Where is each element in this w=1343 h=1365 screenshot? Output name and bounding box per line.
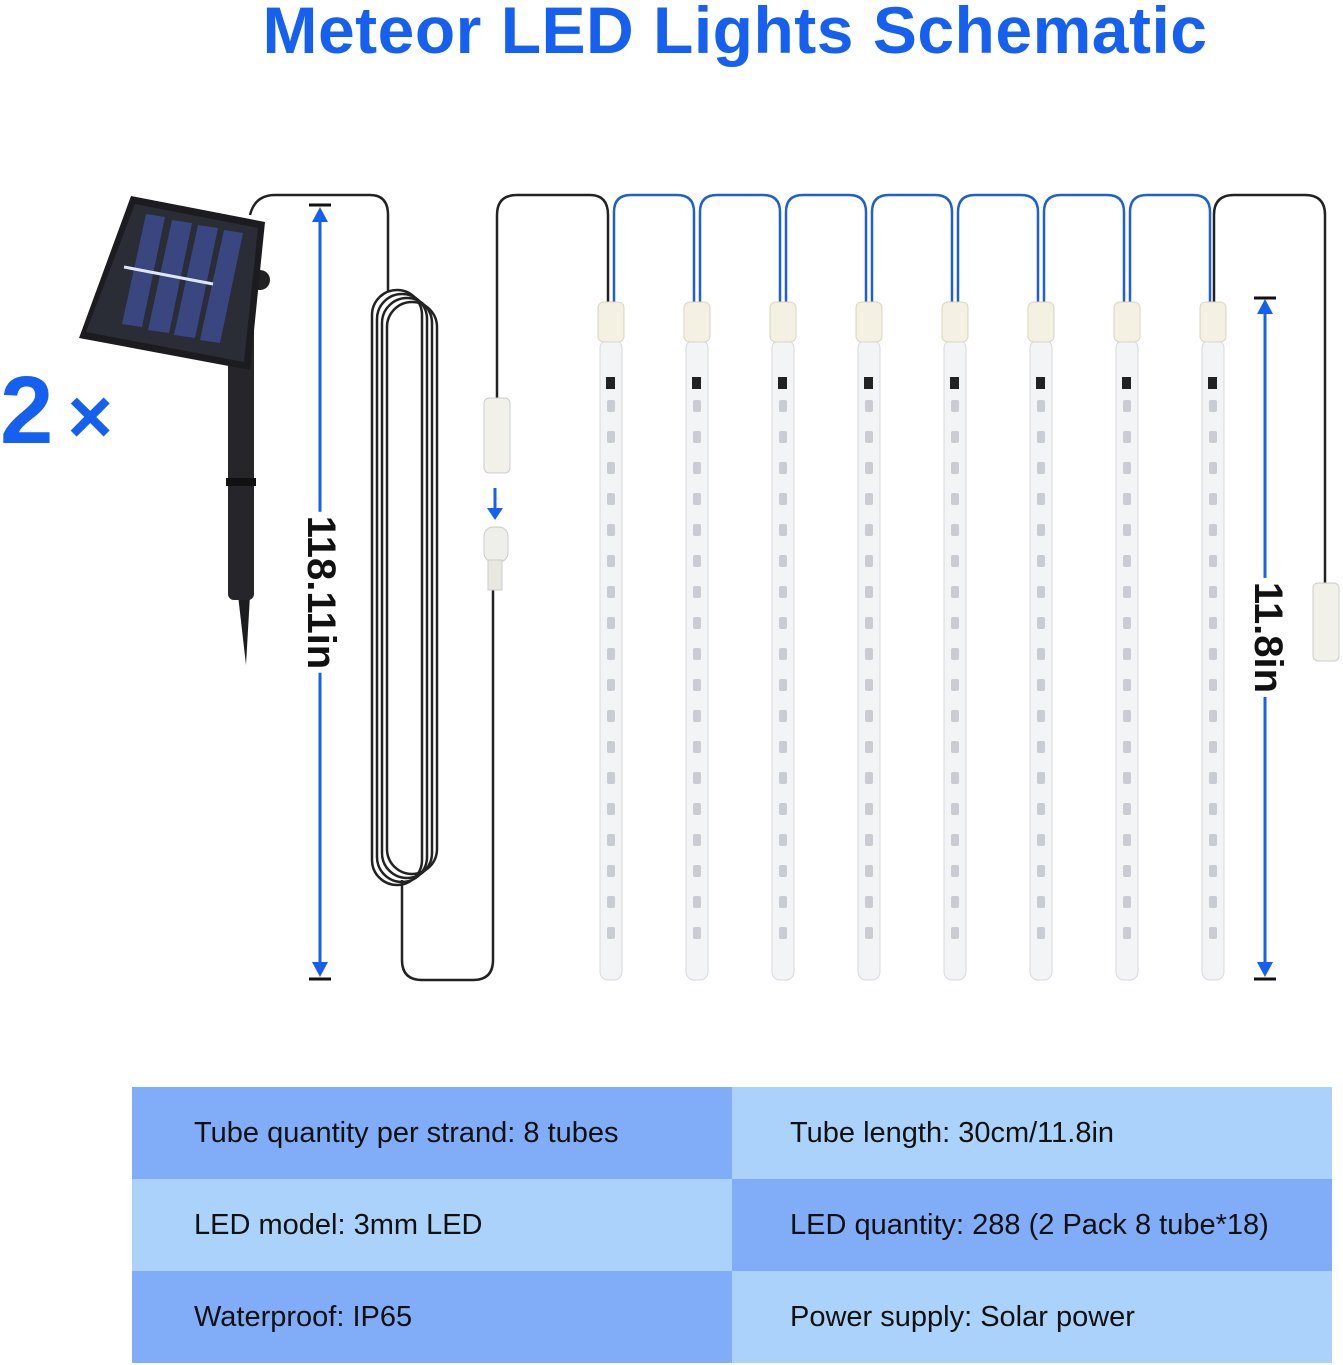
quantity-multiplier: 2× [0, 356, 113, 466]
blue-wire [870, 193, 954, 305]
cable [248, 193, 1327, 982]
spec-cell: Tube quantity per strand: 8 tubes [132, 1087, 732, 1179]
led-tube [597, 301, 625, 981]
blue-wire [698, 193, 782, 305]
blue-wire [956, 193, 1040, 305]
blue-wire [1042, 193, 1126, 305]
schematic-diagram [79, 193, 1340, 982]
cable-length-label: 118.11in [298, 511, 344, 674]
spec-table: Tube quantity per strand: 8 tubes Tube l… [132, 1087, 1332, 1363]
led-tube [941, 301, 969, 981]
solar-panel-icon [79, 196, 270, 665]
spec-cell: Tube length: 30cm/11.8in [732, 1087, 1332, 1179]
connector-female-icon [483, 526, 509, 591]
led-tube [683, 301, 711, 981]
led-tube [1199, 301, 1227, 981]
spec-cell: Waterproof: IP65 [132, 1271, 732, 1363]
pack-count: 2 [0, 357, 54, 464]
arrow-down-icon [487, 488, 503, 520]
end-connector-icon [1312, 582, 1340, 662]
tube-length-label: 11.8in [1245, 577, 1291, 698]
times-symbol: × [67, 372, 113, 460]
spec-cell: LED quantity: 288 (2 Pack 8 tube*18) [732, 1179, 1332, 1271]
connector-male-icon [483, 397, 511, 474]
led-tube [1027, 301, 1055, 981]
spec-cell: Power supply: Solar power [732, 1271, 1332, 1363]
led-tube [1113, 301, 1141, 981]
blue-wire [784, 193, 868, 305]
cable-coil [370, 288, 439, 887]
page-title: Meteor LED Lights Schematic [262, 0, 1208, 67]
led-tubes [597, 193, 1227, 981]
blue-wire [1128, 193, 1212, 305]
led-tube [769, 301, 797, 981]
blue-wire [612, 193, 696, 305]
led-tube [855, 301, 883, 981]
spec-cell: LED model: 3mm LED [132, 1179, 732, 1271]
